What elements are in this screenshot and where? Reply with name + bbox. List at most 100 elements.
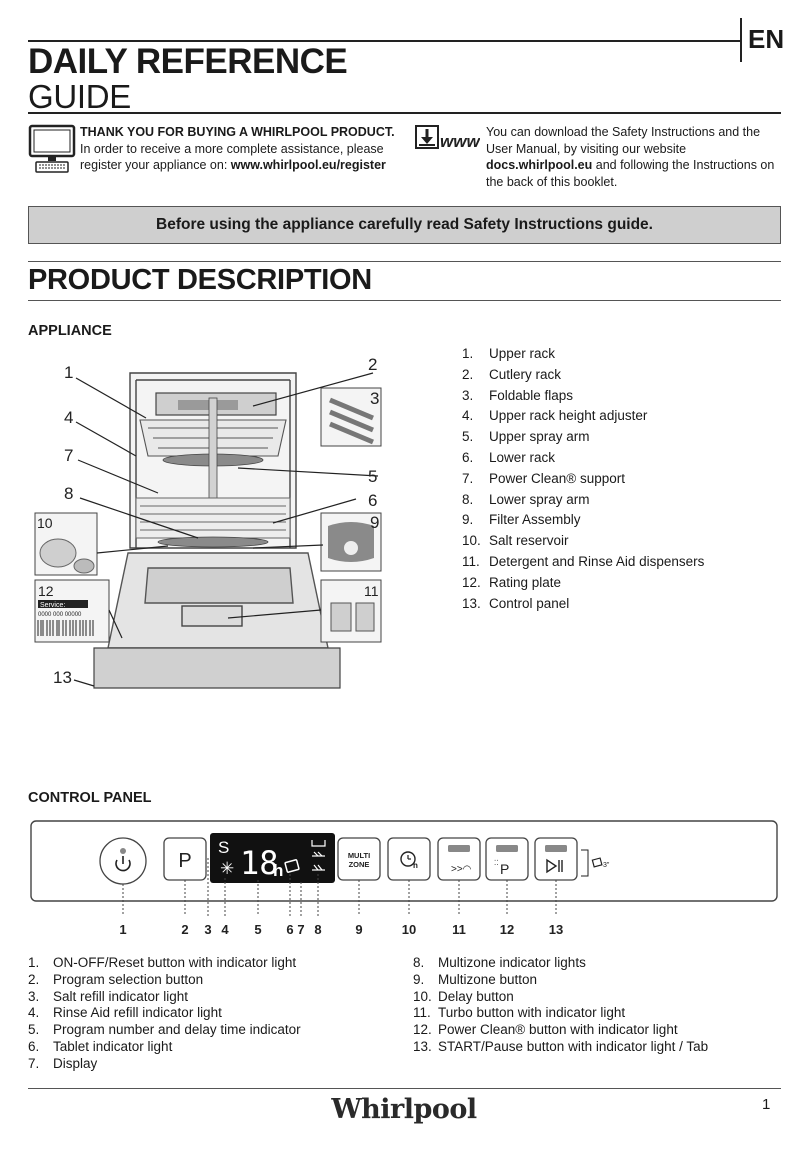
panel-callout-8: 8 bbox=[314, 922, 321, 937]
part-item: 9. Filter Assembly bbox=[462, 510, 704, 531]
appliance-diagram: Service: 0000 000 00000 1 2 3 bbox=[34, 355, 382, 689]
panel-callout-3: 3 bbox=[204, 922, 211, 937]
control-item: 6.Tablet indicator light bbox=[28, 1039, 301, 1056]
panel-callout-11: 11 bbox=[452, 922, 466, 937]
play-pause-icon bbox=[546, 858, 558, 874]
control-item-label: Multizone indicator lights bbox=[438, 955, 586, 970]
control-item-number: 12. bbox=[413, 1022, 432, 1038]
turbo-button: >>◠ bbox=[437, 837, 481, 881]
appliance-callout-6: 6 bbox=[368, 491, 377, 510]
power-button bbox=[99, 837, 147, 885]
control-item-number: 13. bbox=[413, 1038, 432, 1054]
program-digits: 18 bbox=[240, 844, 279, 882]
www-label: www bbox=[440, 132, 480, 151]
multizone-indicator-icons bbox=[311, 840, 326, 871]
upper-spray-arm-drawing bbox=[162, 397, 264, 519]
part-item-number: 12. bbox=[462, 574, 481, 590]
control-item: 3.Salt refill indicator light bbox=[28, 989, 301, 1006]
appliance-callout-11: 11 bbox=[364, 583, 379, 599]
control-item-label: Display bbox=[53, 1055, 98, 1071]
control-panel-drawing bbox=[93, 647, 341, 689]
part-item-label: Salt reservoir bbox=[489, 533, 569, 549]
lower-rack-drawing bbox=[135, 497, 291, 539]
control-panel-list-left: 1.ON-OFF/Reset button with indicator lig… bbox=[28, 955, 301, 1073]
part-item-number: 13. bbox=[462, 595, 481, 611]
control-panel-heading: CONTROL PANEL bbox=[28, 790, 152, 806]
control-item-label: ON-OFF/Reset button with indicator light bbox=[53, 955, 297, 970]
control-item-label: Rinse Aid refill indicator light bbox=[53, 1005, 222, 1021]
header-rule bbox=[28, 40, 740, 42]
part-item: 1.Upper rack bbox=[462, 344, 704, 365]
panel-callout-7: 7 bbox=[297, 922, 304, 937]
control-item: 7. Display bbox=[28, 1056, 301, 1073]
appliance-callout-5: 5 bbox=[368, 467, 377, 486]
control-item-number: 3. bbox=[28, 988, 40, 1004]
panel-callout-13: 13 bbox=[549, 922, 563, 937]
control-item-label: Power Clean® button with indicator light bbox=[438, 1022, 678, 1038]
tab-time: 3" bbox=[603, 862, 610, 869]
part-item-number: 9. bbox=[462, 512, 474, 528]
control-item-number: 10. bbox=[413, 988, 432, 1004]
salt-indicator: S bbox=[218, 838, 229, 857]
appliance-callout-3: 3 bbox=[370, 389, 379, 408]
tab-icon bbox=[591, 857, 603, 868]
control-item-label: Program selection button bbox=[53, 971, 204, 987]
part-item: 13. Control panel bbox=[462, 594, 704, 615]
lower-spray-arm-drawing bbox=[157, 536, 269, 548]
download-text: You can download the Safety Instructions… bbox=[486, 124, 782, 190]
product-description-heading: PRODUCT DESCRIPTION bbox=[28, 264, 372, 296]
salt-reservoir-inset bbox=[34, 512, 98, 576]
language-code: EN bbox=[748, 24, 785, 54]
turbo-indicator-light bbox=[448, 845, 470, 852]
program-button: P bbox=[163, 837, 207, 881]
foldable-flaps-inset bbox=[320, 387, 382, 447]
part-item-number: 1. bbox=[462, 346, 474, 361]
control-item-number: 7. bbox=[28, 1055, 40, 1071]
part-item-label: Upper spray arm bbox=[489, 429, 590, 445]
tablet-indicator-icon bbox=[284, 859, 300, 873]
control-item: 12. Power Clean® button with indicator li… bbox=[413, 1022, 708, 1039]
part-item: 8.Lower spray arm bbox=[462, 490, 704, 511]
part-item: 3. Foldable flaps bbox=[462, 386, 704, 407]
control-item-label: Multizone button bbox=[438, 971, 538, 987]
appliance-heading: APPLIANCE bbox=[28, 323, 112, 339]
part-item-label: Filter Assembly bbox=[489, 512, 581, 528]
appliance-callout-12: 12 bbox=[38, 583, 54, 599]
control-item-label: START/Pause button with indicator light … bbox=[438, 1038, 709, 1054]
section-rule-bottom bbox=[28, 300, 781, 301]
appliance-callout-4: 4 bbox=[64, 408, 73, 427]
lang-divider bbox=[740, 18, 742, 62]
appliance-callout-7: 7 bbox=[64, 446, 73, 465]
clock-icon bbox=[400, 851, 416, 867]
dispensers-inset bbox=[320, 579, 382, 643]
section-rule-top bbox=[28, 261, 781, 262]
docs-link[interactable]: docs.whirlpool.eu bbox=[486, 158, 593, 172]
part-item-label: Control panel bbox=[489, 595, 570, 611]
part-item-label: Foldable flaps bbox=[489, 387, 574, 403]
rating-plate-inset: Service: 0000 000 00000 bbox=[34, 579, 110, 643]
title-line-2: GUIDE bbox=[28, 78, 132, 115]
page-number: 1 bbox=[762, 1096, 771, 1113]
control-item-label: Tablet indicator light bbox=[53, 1038, 173, 1054]
leader-lines bbox=[73, 372, 379, 687]
part-item: 5.Upper spray arm bbox=[462, 427, 704, 448]
part-item-label: Lower spray arm bbox=[489, 491, 590, 507]
register-text: In order to receive a more complete assi… bbox=[80, 141, 384, 173]
panel-callout-12: 12 bbox=[500, 922, 514, 937]
register-link[interactable]: www.whirlpool.eu/register bbox=[230, 158, 386, 172]
appliance-callout-9: 9 bbox=[370, 513, 379, 532]
control-item: 5.Program number and delay time indicato… bbox=[28, 1022, 301, 1039]
delay-hours-unit: h bbox=[273, 861, 283, 880]
control-item: 2.Program selection button bbox=[28, 972, 301, 989]
control-item-label: Program number and delay time indicator bbox=[53, 1022, 301, 1038]
part-item-label: Power Clean® support bbox=[489, 470, 626, 486]
footer-rule bbox=[28, 1088, 781, 1089]
panel-callout-2: 2 bbox=[181, 922, 188, 937]
panel-callout-6: 6 bbox=[286, 922, 293, 937]
part-item: 7.Power Clean® support bbox=[462, 469, 704, 490]
tab-indicator: 3" bbox=[581, 849, 610, 877]
part-item-number: 3. bbox=[462, 387, 474, 403]
delay-unit: h bbox=[413, 861, 418, 870]
appliance-callout-1: 1 bbox=[64, 363, 73, 382]
